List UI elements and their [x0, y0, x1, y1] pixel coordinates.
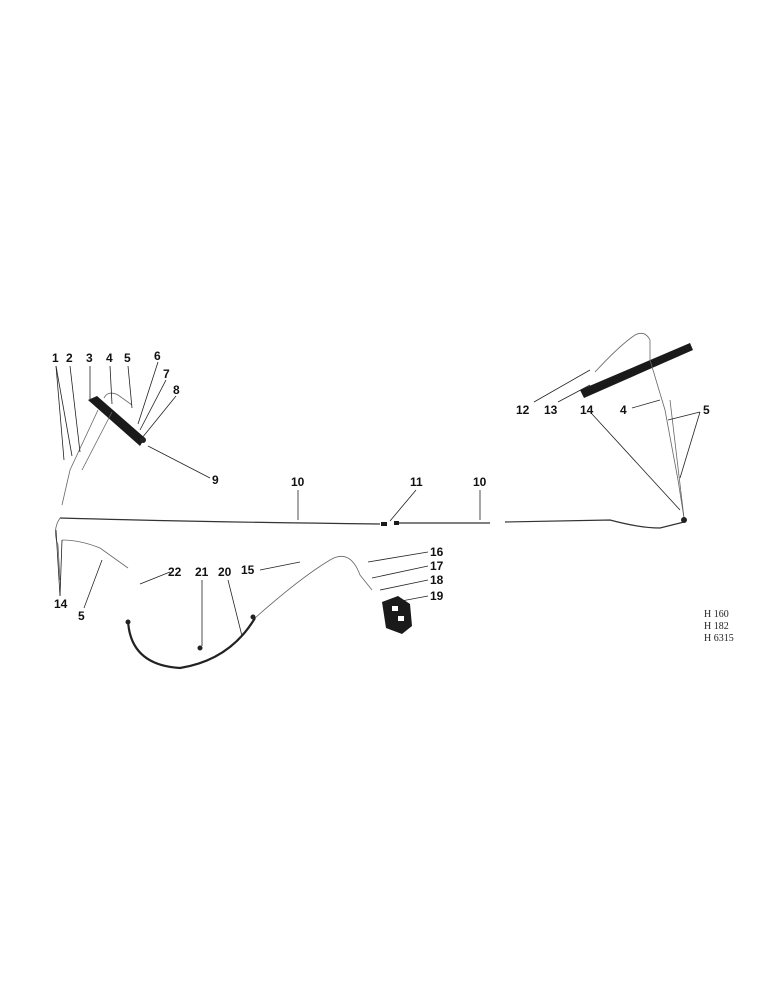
callout-15: 15	[241, 563, 255, 577]
reference-code: H 6315	[704, 633, 734, 644]
callout-14-right: 14	[580, 403, 594, 417]
callout-5-right: 5	[703, 403, 710, 417]
callout-4-right: 4	[620, 403, 627, 417]
callout-11: 11	[410, 475, 423, 489]
callout-2: 2	[66, 351, 73, 365]
callout-6: 6	[154, 349, 161, 363]
right-cylinder	[580, 332, 693, 523]
callout-13: 13	[544, 403, 558, 417]
valve	[382, 596, 412, 634]
callout-21: 21	[195, 565, 209, 579]
callout-5-left: 5	[124, 351, 131, 365]
callout-14-left: 14	[54, 597, 68, 611]
callout-labels: 1 2 3 4 5 6 7 8 9 10 11 10 12 13 14 4 5 …	[52, 349, 710, 623]
callout-1: 1	[52, 351, 59, 365]
callout-18: 18	[430, 573, 444, 587]
hose-lines	[55, 517, 685, 670]
callout-17: 17	[430, 559, 444, 573]
callout-20: 20	[218, 565, 232, 579]
callout-8: 8	[173, 383, 180, 397]
callout-7: 7	[163, 367, 170, 381]
reference-codes: H 160 H 182 H 6315	[704, 609, 734, 644]
left-cylinder	[61, 392, 146, 506]
reference-code: H 160	[704, 609, 729, 620]
callout-9: 9	[212, 473, 219, 487]
callout-3: 3	[86, 351, 93, 365]
callout-5-bottom: 5	[78, 609, 85, 623]
callout-19: 19	[430, 589, 444, 603]
reference-code: H 182	[704, 621, 729, 632]
callout-22: 22	[168, 565, 182, 579]
callout-12: 12	[516, 403, 530, 417]
callout-10-left: 10	[291, 475, 305, 489]
callout-16: 16	[430, 545, 444, 559]
callout-4-left: 4	[106, 351, 113, 365]
callout-10-right: 10	[473, 475, 487, 489]
leader-lines	[55, 361, 701, 646]
